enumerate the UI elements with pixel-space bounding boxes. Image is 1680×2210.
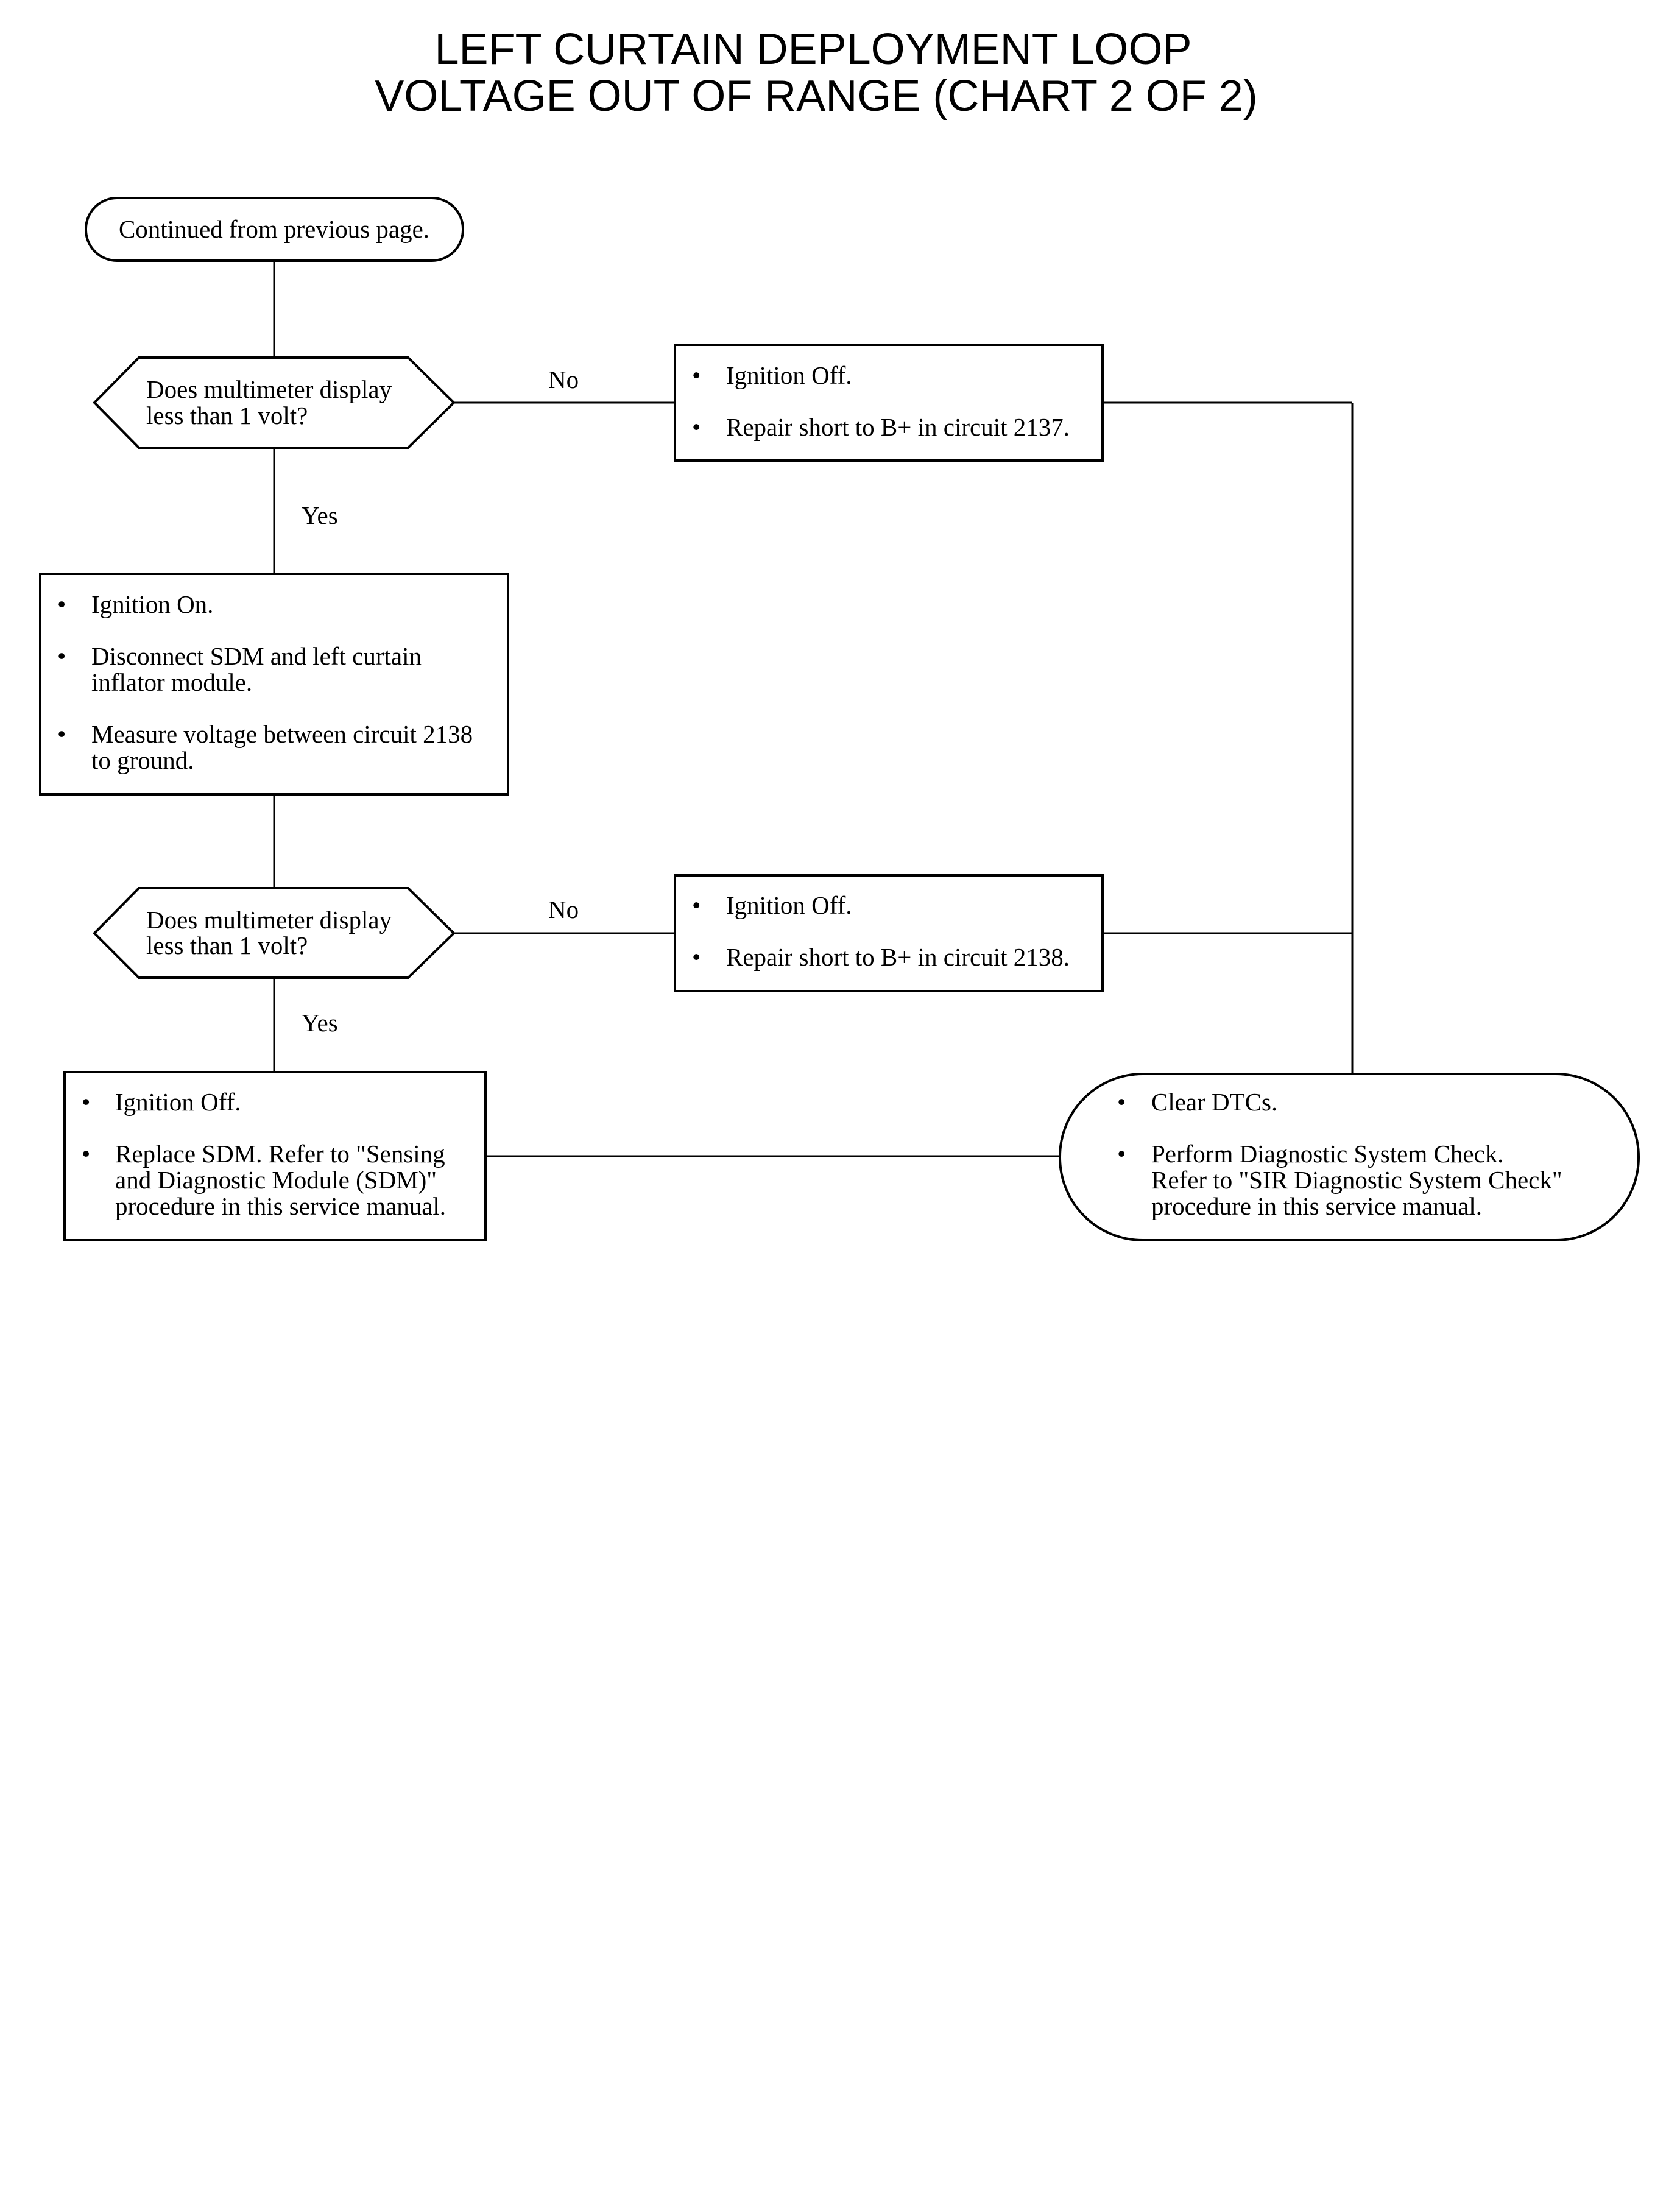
decision-2-no-label: No <box>548 895 579 923</box>
replace-sdm-box: • Ignition Off. • Replace SDM. Refer to … <box>63 1071 487 1241</box>
repair-2-item-1: Ignition Off. <box>726 891 852 919</box>
end-item-2-line-1: Perform Diagnostic System Check. <box>1151 1140 1503 1168</box>
connectors <box>273 261 1354 1157</box>
start-text: Continued from previous page. <box>119 215 429 243</box>
start-terminal: Continued from previous page. <box>85 197 464 262</box>
bullet-icon: • <box>692 943 701 971</box>
decision-1-yes-label: Yes <box>302 501 338 529</box>
bullet-icon: • <box>1117 1140 1126 1168</box>
decision-2-line-1: Does multimeter display <box>146 906 392 934</box>
bullet-icon: • <box>57 720 66 748</box>
bullet-icon: • <box>57 642 66 670</box>
decision-2-line-2: less than 1 volt? <box>146 931 308 959</box>
repair-1-item-1: Ignition Off. <box>726 361 852 389</box>
repair-2-item-2: Repair short to B+ in circuit 2138. <box>726 943 1070 971</box>
measure-item-3-line-1: Measure voltage between circuit 2138 <box>91 720 473 748</box>
replace-item-2-line-2: and Diagnostic Module (SDM)" <box>115 1166 437 1194</box>
measure-item-3-line-2: to ground. <box>91 746 194 774</box>
bullet-icon: • <box>82 1088 90 1116</box>
decision-1-line-1: Does multimeter display <box>146 375 392 403</box>
title-line-2: VOLTAGE OUT OF RANGE (CHART 2 OF 2) <box>375 72 1258 121</box>
bullet-icon: • <box>57 590 66 618</box>
decision-2-yes-label: Yes <box>302 1009 338 1037</box>
decision-1-line-2: less than 1 volt? <box>146 401 308 429</box>
measure-item-2-line-1: Disconnect SDM and left curtain <box>91 642 422 670</box>
measure-box: • Ignition On. • Disconnect SDM and left… <box>39 573 509 796</box>
decision-1: Does multimeter display less than 1 volt… <box>93 356 456 449</box>
bullet-icon: • <box>692 413 701 441</box>
repair-2-box: • Ignition Off. • Repair short to B+ in … <box>674 874 1104 992</box>
end-terminal: • Clear DTCs. • Perform Diagnostic Syste… <box>1059 1073 1640 1241</box>
replace-item-2-line-3: procedure in this service manual. <box>115 1192 446 1220</box>
repair-1-box: • Ignition Off. • Repair short to B+ in … <box>674 344 1104 462</box>
bullet-icon: • <box>692 891 701 919</box>
end-item-2-line-2: Refer to "SIR Diagnostic System Check" <box>1151 1166 1562 1194</box>
bullet-icon: • <box>1117 1088 1126 1116</box>
decision-1-no-label: No <box>548 365 579 394</box>
title-line-1: LEFT CURTAIN DEPLOYMENT LOOP <box>435 25 1192 74</box>
replace-item-2-line-1: Replace SDM. Refer to "Sensing <box>115 1140 445 1168</box>
measure-item-2-line-2: inflator module. <box>91 668 252 696</box>
bullet-icon: • <box>82 1140 90 1168</box>
measure-item-1: Ignition On. <box>91 590 213 618</box>
decision-2: Does multimeter display less than 1 volt… <box>93 887 456 979</box>
end-item-2-line-3: procedure in this service manual. <box>1151 1192 1482 1220</box>
end-item-1: Clear DTCs. <box>1151 1088 1277 1116</box>
bullet-icon: • <box>692 361 701 389</box>
repair-1-item-2: Repair short to B+ in circuit 2137. <box>726 413 1070 441</box>
replace-item-1: Ignition Off. <box>115 1088 241 1116</box>
